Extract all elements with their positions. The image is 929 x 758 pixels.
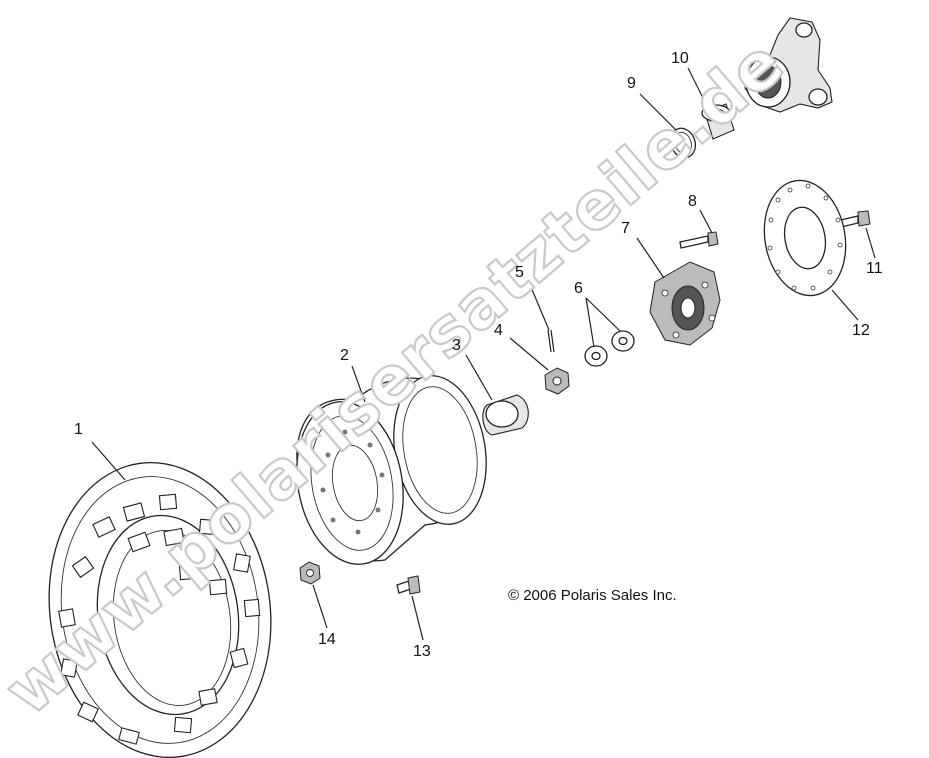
wheel-hub-part xyxy=(649,261,721,346)
valve-stem-part xyxy=(396,575,421,595)
brake-disc-part xyxy=(763,179,847,297)
bearing-part xyxy=(701,103,735,140)
tire-part xyxy=(48,461,272,758)
callout-11: 11 xyxy=(866,260,883,277)
callout-7: 7 xyxy=(621,220,630,237)
callout-5: 5 xyxy=(515,264,524,281)
cotter-pin-part xyxy=(547,329,555,353)
callout-labels: 1 2 3 4 5 6 7 8 9 10 11 12 13 14 xyxy=(74,50,883,660)
callout-6: 6 xyxy=(574,280,583,297)
knuckle-part xyxy=(744,17,833,113)
copyright-notice: © 2006 Polaris Sales Inc. xyxy=(508,587,677,604)
callout-2: 2 xyxy=(340,347,349,364)
washers-part xyxy=(584,330,635,367)
castle-nut-part xyxy=(544,367,570,395)
leader-lines xyxy=(91,67,876,641)
callout-3: 3 xyxy=(452,337,461,354)
hub-cap-part xyxy=(482,394,529,436)
watermark: www.polarisersatzteile.de xyxy=(0,24,799,730)
callout-10: 10 xyxy=(671,50,689,67)
callout-14: 14 xyxy=(318,631,336,648)
callout-4: 4 xyxy=(494,322,503,339)
callout-13: 13 xyxy=(413,643,431,660)
callout-9: 9 xyxy=(627,75,636,92)
wheel-rim-part xyxy=(296,375,487,565)
snap-ring-part xyxy=(669,127,697,159)
callout-8: 8 xyxy=(688,193,697,210)
callout-12: 12 xyxy=(852,322,870,339)
bolt-8-part xyxy=(679,231,719,249)
lug-nut-part xyxy=(299,561,321,585)
callout-1: 1 xyxy=(74,421,83,438)
